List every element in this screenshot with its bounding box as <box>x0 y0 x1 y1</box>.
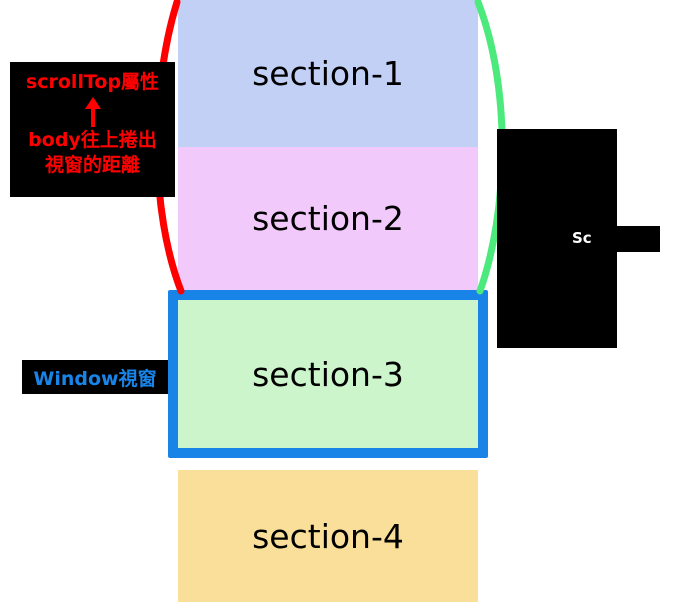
scrolltop-description-line1: body往上捲出 <box>28 129 157 151</box>
section-label-1: section-1 <box>252 54 404 93</box>
right-annotation-label: Sc <box>572 229 592 247</box>
section-label-4: section-4 <box>252 516 404 556</box>
section-label-3: section-3 <box>252 354 404 394</box>
up-arrow-icon <box>10 94 175 128</box>
section-label-2: section-2 <box>252 199 404 238</box>
right-annotation-mask <box>592 226 660 252</box>
window-annotation-label: Window視窗 <box>33 367 157 390</box>
window-viewport-frame <box>168 290 488 458</box>
scrolltop-title: scrollTop屬性 <box>25 71 160 93</box>
section-block-4: section-4 <box>178 470 478 602</box>
scrolltop-annotation: scrollTop屬性 body往上捲出 視窗的距離 <box>10 62 175 197</box>
section-block-2: section-2 <box>178 147 478 290</box>
section-block-1: section-1 <box>178 0 478 147</box>
scrolltop-description-line2: 視窗的距離 <box>44 154 140 176</box>
section-block-3: section-3 <box>178 300 478 448</box>
window-annotation: Window視窗 <box>22 360 168 394</box>
